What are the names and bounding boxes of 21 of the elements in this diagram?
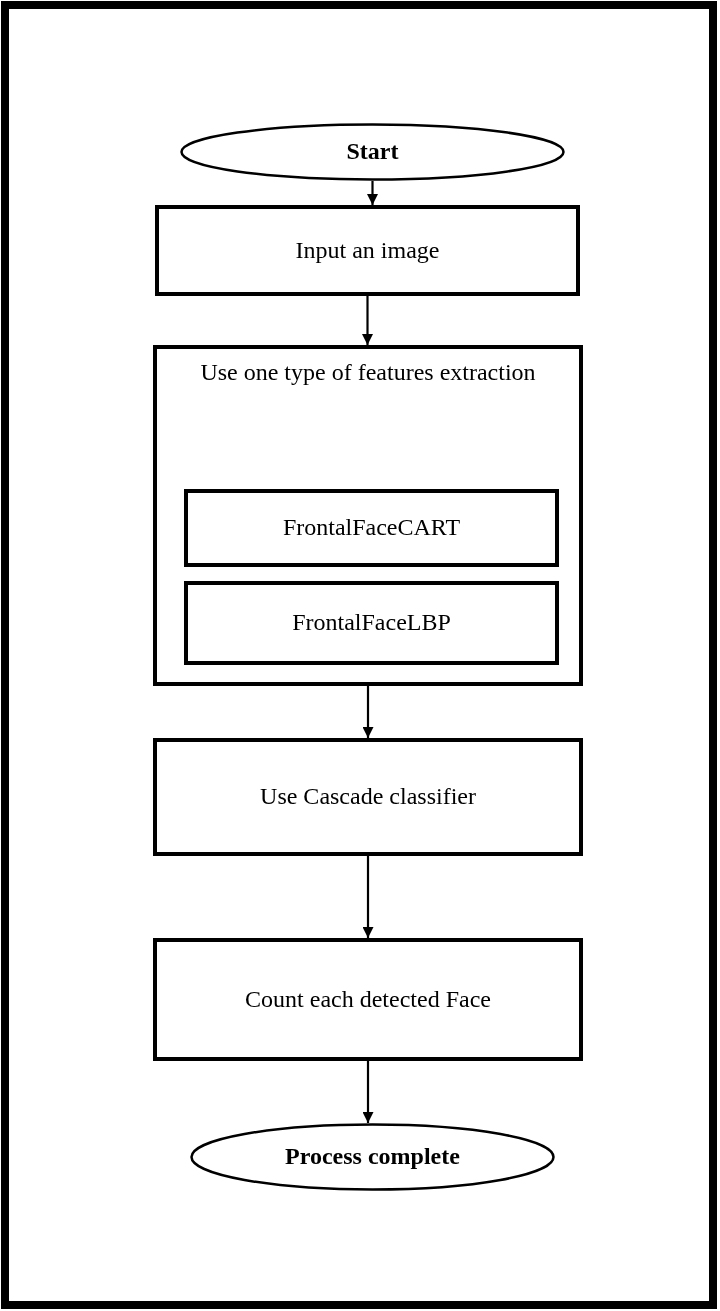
node-label: Use Cascade classifier [259, 782, 477, 812]
process-box [184, 581, 559, 665]
arrow [362, 856, 374, 938]
process-box [153, 738, 583, 856]
terminal-ellipse [180, 123, 565, 181]
node-label: Count each detected Face [244, 984, 492, 1014]
arrow [362, 1061, 374, 1123]
process-box [184, 489, 559, 567]
arrow [362, 686, 374, 738]
arrow [367, 181, 378, 205]
arrow [362, 296, 373, 345]
node-label: Input an image [294, 235, 441, 265]
process-box [155, 205, 580, 296]
terminal-ellipse [190, 1123, 555, 1191]
process-box [153, 938, 583, 1061]
node-label: Start [345, 137, 400, 167]
node-label: Use one type of features extraction [199, 358, 537, 387]
group-box [153, 345, 583, 686]
node-label: FrontalFaceLBP [291, 608, 452, 638]
node-label: Process complete [284, 1142, 461, 1172]
node-label: FrontalFaceCART [281, 513, 462, 543]
